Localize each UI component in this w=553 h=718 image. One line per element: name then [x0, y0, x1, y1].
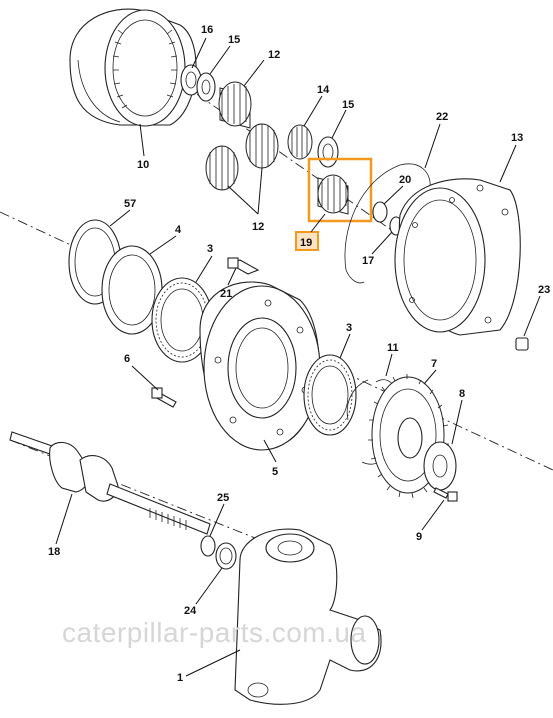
part-24-bushing [215, 542, 237, 570]
callout-11: 11 [387, 342, 399, 354]
callout-7: 7 [431, 358, 437, 370]
callout-25: 25 [217, 492, 229, 504]
callout-18: 18 [48, 546, 60, 558]
callout-17: 17 [362, 255, 374, 267]
part-22-o-ring [344, 163, 431, 284]
callout-1: 1 [177, 672, 183, 684]
part-15-washer-top [196, 72, 216, 102]
part-23-plug [515, 337, 529, 351]
callout-14: 14 [317, 84, 330, 96]
part-12-planet-gear-mid [245, 123, 279, 169]
part-1-housing [234, 528, 382, 705]
callout-22: 22 [436, 111, 448, 123]
callout-19-box [295, 231, 319, 251]
callout-57: 57 [124, 198, 136, 210]
callout-3: 3 [346, 322, 352, 334]
callout-6: 6 [124, 353, 130, 365]
callout-3: 3 [207, 243, 213, 255]
part-15-washer-right [317, 136, 339, 168]
callout-21: 21 [220, 288, 232, 300]
callout-15: 15 [228, 34, 240, 46]
part-3-bearing-right [303, 354, 357, 436]
callout-20: 20 [399, 174, 411, 186]
part-18-drive-shaft [9, 431, 211, 535]
part-25-washer [200, 535, 216, 557]
callout-9: 9 [416, 531, 422, 543]
part-12-planet-gear-top [218, 81, 252, 129]
callout-23: 23 [538, 284, 550, 296]
callout-24: 24 [184, 605, 197, 617]
callout-4: 4 [175, 224, 182, 236]
part-14-needle-bearing [287, 124, 313, 160]
part-12-planet-gear-low [205, 145, 239, 191]
part-8-flange [423, 441, 457, 491]
watermark-text: caterpillar-parts.com.ua [62, 617, 367, 648]
part-9-bolt [433, 487, 458, 502]
part-5-hub [199, 281, 321, 451]
part-19-highlight-box [307, 157, 373, 223]
callout-13: 13 [511, 132, 523, 144]
callout-19-highlighted: 19 [295, 213, 326, 251]
callout-10: 10 [137, 159, 149, 171]
part-19-sun-gear [317, 174, 349, 215]
callout-15: 15 [342, 99, 354, 111]
callout-12: 12 [268, 49, 280, 61]
leader-lines [55, 37, 541, 677]
part-10-ring-gear [69, 8, 197, 127]
callout-16: 16 [201, 24, 213, 36]
part-13-hub-cover [394, 178, 521, 336]
part-20-ring [372, 201, 388, 223]
callout-8: 8 [459, 388, 465, 400]
part-21-bolt [227, 257, 260, 275]
callout-12: 12 [252, 221, 264, 233]
callout-labels: 16 15 12 14 15 22 13 10 20 57 12 4 3 17 … [48, 24, 550, 684]
part-6-bolt [151, 387, 177, 408]
callout-5: 5 [272, 466, 278, 478]
callout-19: 19 [300, 237, 312, 249]
